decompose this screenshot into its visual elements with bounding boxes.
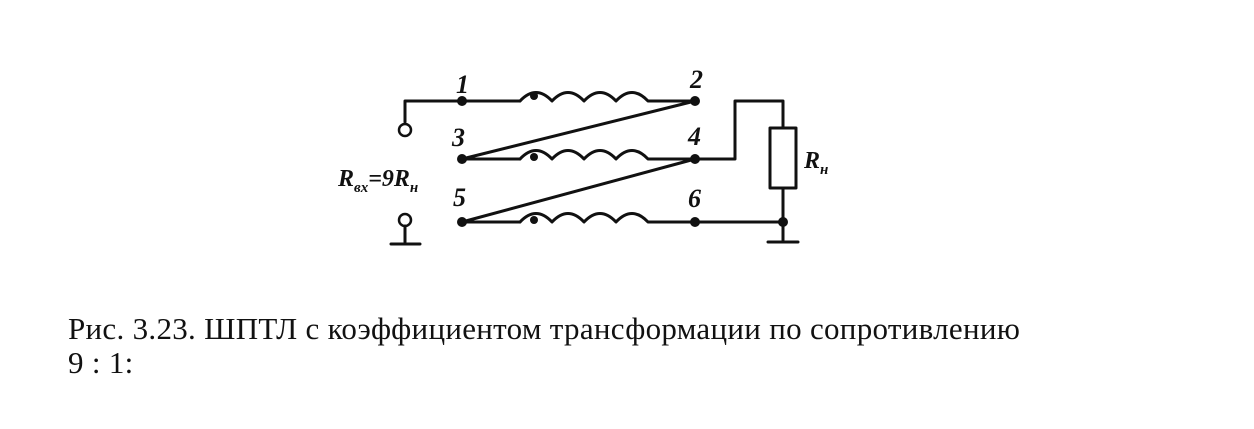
load-resistance-sub: н — [820, 162, 828, 178]
input-wire-top — [403, 99, 522, 124]
polarity-dot-5 — [530, 216, 538, 224]
polarity-dot-1 — [530, 92, 538, 100]
pin-label-1: 1 — [456, 70, 469, 99]
load-resistor — [768, 126, 798, 190]
load-resistance-main: R — [803, 148, 820, 174]
polarity-dot-3 — [530, 153, 538, 161]
pin-label-2: 2 — [689, 65, 703, 94]
input-impedance-main: R — [337, 166, 354, 192]
output-wire-4 — [693, 99, 785, 161]
winding-3-4 — [518, 149, 697, 161]
pin-label-5: 5 — [453, 183, 466, 212]
pin-label-3: 3 — [451, 123, 465, 152]
cross-wire-4-5 — [460, 157, 697, 224]
node-3 — [457, 154, 467, 164]
input-impedance-rest: =9R — [368, 166, 410, 192]
node-5 — [457, 217, 467, 227]
input-terminal-top — [397, 122, 413, 138]
pin-label-4: 4 — [687, 122, 701, 151]
node-1 — [457, 96, 467, 106]
winding-5-6 — [518, 212, 697, 224]
output-wire-6 — [693, 186, 785, 242]
input-impedance-sub: вх — [354, 180, 369, 196]
pin-label-6: 6 — [688, 184, 701, 213]
input-terminal-bottom — [397, 212, 413, 228]
input-impedance-rest-sub: н — [410, 180, 418, 196]
caption-line-2: 9 : 1: — [68, 345, 134, 380]
input-ground-symbol — [389, 224, 422, 246]
winding-1-2 — [518, 91, 697, 103]
load-ground-node — [778, 217, 788, 227]
load-resistance-label: Rн — [803, 148, 828, 178]
cross-wire-2-3 — [460, 99, 697, 161]
figure-caption: Рис. 3.23. ШПТЛ с коэффициентом трансфор… — [68, 312, 1238, 380]
input-impedance-label: Rвх=9Rн — [337, 166, 418, 196]
schematic-svg: 1 2 3 4 5 6 Rвх=9Rн Rн — [337, 65, 828, 246]
transformer-schematic: 1 2 3 4 5 6 Rвх=9Rн Rн — [337, 65, 828, 246]
caption-line-1: Рис. 3.23. ШПТЛ с коэффициентом трансфор… — [68, 311, 1021, 346]
